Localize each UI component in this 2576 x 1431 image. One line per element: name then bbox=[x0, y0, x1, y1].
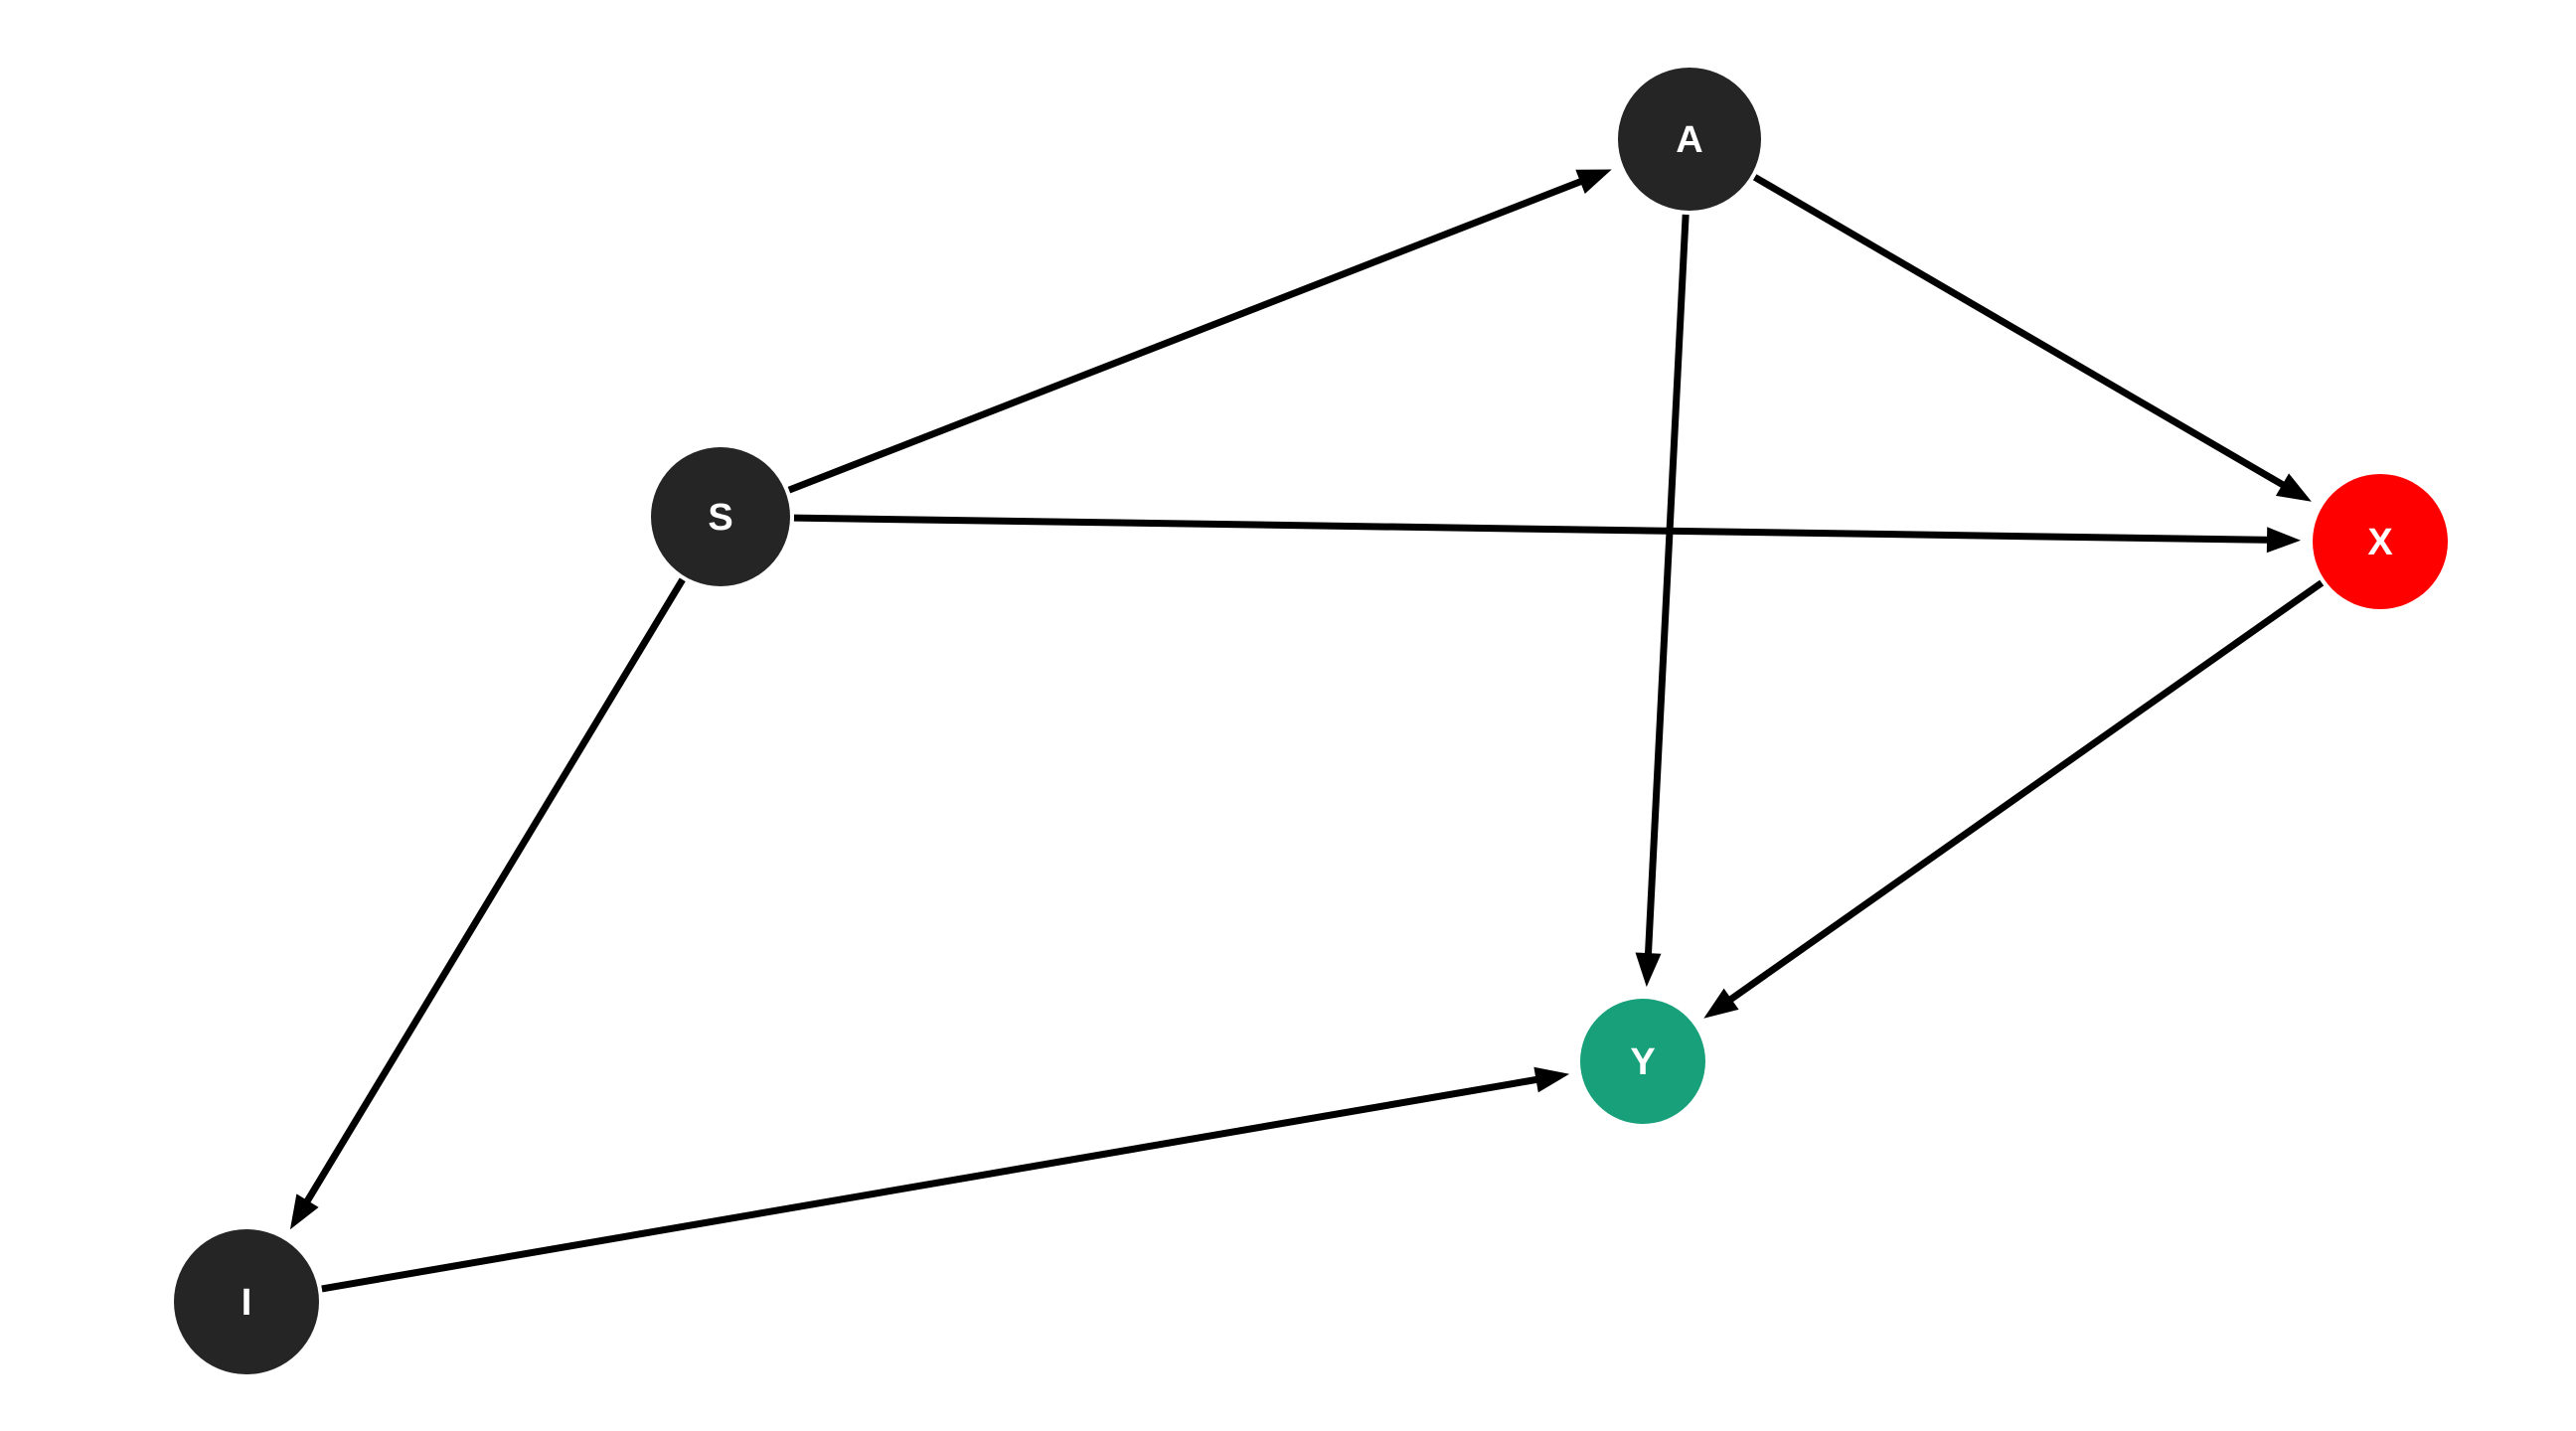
node-circle[interactable] bbox=[651, 447, 790, 586]
arrowhead-icon bbox=[1635, 952, 1662, 988]
node-circle[interactable] bbox=[174, 1229, 319, 1374]
edge-line bbox=[787, 175, 1591, 494]
node-x[interactable]: X bbox=[2313, 474, 2448, 609]
edges-layer bbox=[289, 169, 2325, 1293]
edge-a-to-x bbox=[1752, 174, 2312, 502]
node-circle[interactable] bbox=[1618, 68, 1761, 211]
edge-line bbox=[793, 514, 2277, 544]
node-label: A bbox=[1676, 119, 1702, 161]
node-label: S bbox=[708, 497, 732, 539]
edge-line bbox=[1721, 579, 2325, 1008]
arrowhead-icon bbox=[289, 1193, 319, 1230]
edge-s-to-i bbox=[289, 577, 686, 1230]
arrowhead-icon bbox=[1533, 1066, 1570, 1093]
node-s[interactable]: S bbox=[651, 447, 790, 586]
edge-line bbox=[1752, 174, 2293, 493]
edge-i-to-y bbox=[321, 1066, 1570, 1293]
node-label: I bbox=[242, 1282, 252, 1324]
arrowhead-icon bbox=[2275, 473, 2312, 502]
edge-line bbox=[299, 577, 686, 1211]
edge-s-to-x bbox=[793, 514, 2302, 554]
edge-x-to-y bbox=[1703, 579, 2325, 1019]
arrowhead-icon bbox=[2266, 527, 2302, 554]
node-circle[interactable] bbox=[2313, 474, 2448, 609]
edge-s-to-a bbox=[787, 169, 1612, 494]
arrowhead-icon bbox=[1703, 988, 1739, 1019]
node-label: X bbox=[2367, 522, 2393, 563]
edge-a-to-y bbox=[1635, 214, 1690, 988]
node-y[interactable]: Y bbox=[1580, 999, 1705, 1124]
node-label: Y bbox=[1630, 1041, 1655, 1083]
node-i[interactable]: I bbox=[174, 1229, 319, 1374]
edge-line bbox=[1644, 214, 1690, 963]
node-a[interactable]: A bbox=[1618, 68, 1761, 211]
arrowhead-icon bbox=[1575, 169, 1612, 194]
edge-line bbox=[321, 1074, 1546, 1293]
node-circle[interactable] bbox=[1580, 999, 1705, 1124]
nodes-layer: A S X Y I bbox=[174, 68, 2448, 1374]
